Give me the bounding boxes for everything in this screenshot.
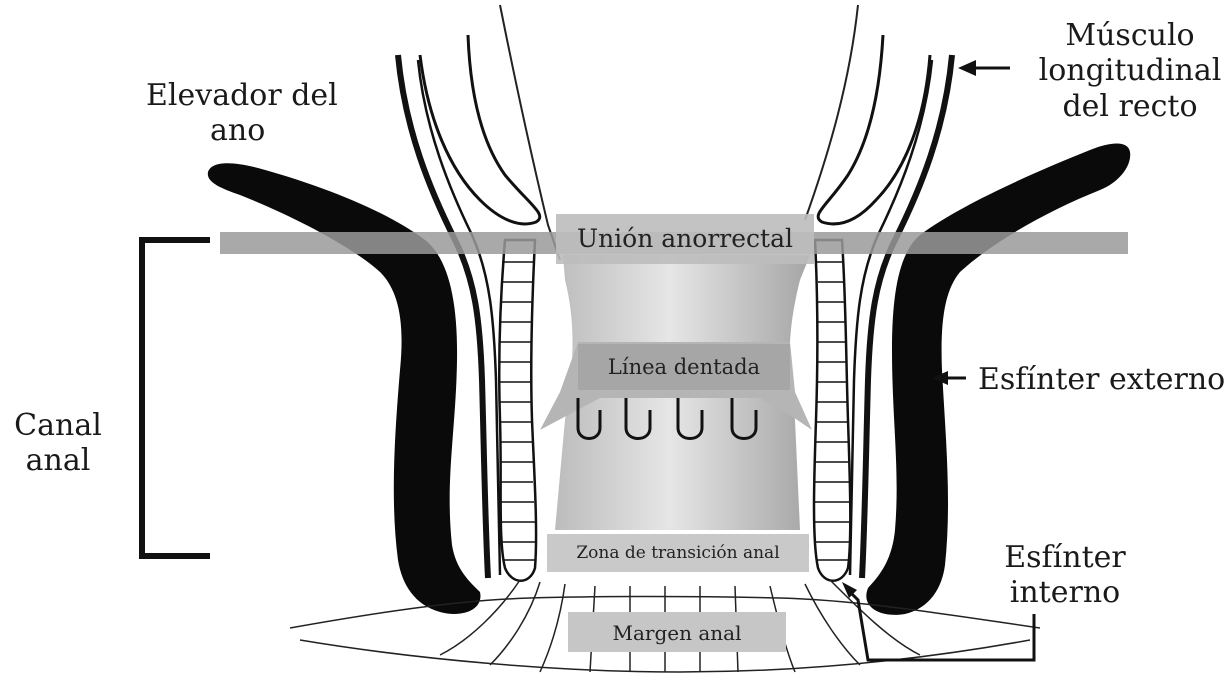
label-margen-anal: Margen anal (568, 621, 786, 645)
internal-sphincter-right (814, 240, 850, 581)
canal-bracket (142, 240, 210, 556)
label-elevador-del-ano: Elevador del ano (146, 78, 338, 149)
label-musculo-line3: del recto (1030, 89, 1230, 124)
label-canal-anal: Canal anal (12, 408, 104, 479)
internal-sphincter-left (499, 240, 536, 581)
arrow-musculo (958, 60, 1010, 76)
label-union-anorrectal: Unión anorrectal (556, 224, 814, 253)
label-musculo-longitudinal: Músculo longitudinal del recto (1030, 18, 1230, 124)
mucosa-left (420, 35, 540, 224)
label-elevador-line2: ano (146, 113, 338, 148)
label-esfinter-interno: Esfínter interno (1000, 540, 1130, 611)
label-canal-line2: anal (12, 443, 104, 478)
levator-external-sphincter-left (208, 163, 481, 614)
rectal-wall-right-outer (805, 5, 858, 220)
label-musculo-line2: longitudinal (1030, 53, 1230, 88)
label-esfinter-interno-line1: Esfínter (1000, 540, 1130, 575)
label-canal-line1: Canal (12, 408, 104, 443)
label-esfinter-interno-line2: interno (1000, 575, 1130, 610)
label-zona-transicion: Zona de transición anal (547, 543, 809, 563)
label-musculo-line1: Músculo (1030, 18, 1230, 53)
label-elevador-line1: Elevador del (146, 78, 338, 113)
label-esfinter-externo: Esfínter externo (978, 362, 1225, 397)
label-linea-dentada: Línea dentada (578, 355, 790, 379)
